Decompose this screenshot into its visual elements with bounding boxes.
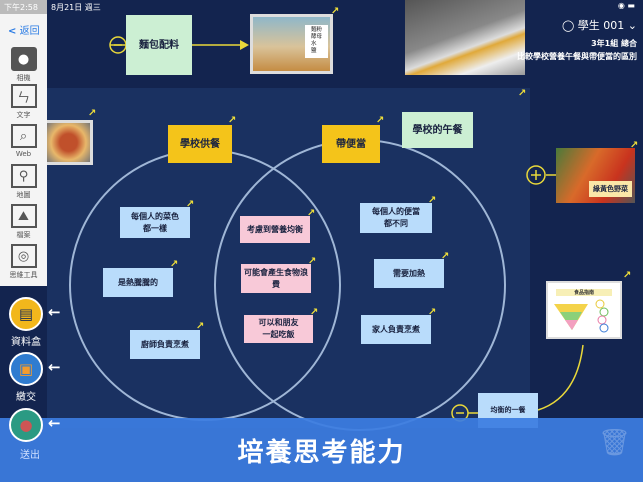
topic-label: 比較學校營養午餐與帶便當的區別 xyxy=(517,52,637,61)
resize-arrow-icon[interactable]: ↗ xyxy=(623,270,632,281)
status-date: 8月21日 週三 xyxy=(51,3,101,12)
resize-arrow-icon[interactable]: ↗ xyxy=(310,307,319,318)
heading-school-meal[interactable]: 學校供餐 xyxy=(168,125,232,163)
submit-person-icon: ▣ xyxy=(18,360,34,378)
resize-arrow-icon[interactable]: ↗ xyxy=(441,251,450,262)
resize-arrow-icon[interactable]: ↗ xyxy=(170,259,179,270)
user-name: 學生 001 xyxy=(577,19,625,32)
venn-note[interactable]: 可以和朋友 一起吃飯 xyxy=(244,315,313,343)
trash-icon[interactable]: 🗑 xyxy=(598,428,632,458)
food-guide-image[interactable]: 食品指南 xyxy=(546,281,622,339)
tool-label: 文字 xyxy=(16,111,31,119)
ingredient-list: 麵粉酵母水鹽 xyxy=(304,25,328,58)
venn-note[interactable]: 可能會產生食物浪 費 xyxy=(241,264,311,293)
arrow-left-icon: ← xyxy=(48,303,61,321)
pizza-image[interactable] xyxy=(47,120,93,165)
resize-arrow-icon[interactable]: ↗ xyxy=(428,307,437,318)
drawer-button[interactable]: ▤ xyxy=(9,297,43,331)
submit-label: 繳交 xyxy=(16,392,36,403)
resize-arrow-icon[interactable]: ↗ xyxy=(518,88,527,99)
status-bar: 下午2:58 8月21日 週三 ◉ ▬ xyxy=(0,0,643,14)
feature-banner: 培養思考能力 xyxy=(0,418,643,482)
resize-arrow-icon[interactable]: ↗ xyxy=(88,108,97,119)
chevron-down-icon: ⌄ xyxy=(627,19,637,32)
resize-arrow-icon[interactable]: ↗ xyxy=(331,6,340,17)
arrow-left-icon: ← xyxy=(48,358,61,376)
tool-label: 思維工具 xyxy=(9,271,38,279)
resize-arrow-icon[interactable]: ↗ xyxy=(307,208,316,219)
camera-icon: ● xyxy=(10,47,37,71)
send-label: 送出 xyxy=(20,450,40,461)
connector-line xyxy=(537,344,584,411)
venn-note[interactable]: 是熱騰騰的 xyxy=(103,268,173,297)
spaghetti-image[interactable] xyxy=(405,0,525,75)
expand-button xyxy=(526,165,546,185)
venn-note[interactable]: 每個人的便當 都不同 xyxy=(360,203,432,233)
user-menu[interactable]: ◯ 學生 001 ⌄ xyxy=(562,17,637,33)
venn-note[interactable]: 家人負責烹煮 xyxy=(361,315,431,344)
list-item: 水 xyxy=(310,41,317,48)
food-pyramid-icon xyxy=(554,299,609,333)
status-time: 下午2:58 xyxy=(0,0,47,14)
tool-label: 地圖 xyxy=(16,191,31,199)
arrow-left-icon: ← xyxy=(48,414,61,432)
send-group-icon: ● xyxy=(19,416,33,434)
image-file-icon: ⛰ xyxy=(10,204,37,228)
tool-sidebar: < 返回 ● 相機 ㄣ文字 ⌕ Web ⚲ 地圖 ⛰ 檔案 ◎ 思維工具 xyxy=(0,14,47,286)
chevron-left-icon: < xyxy=(8,26,17,37)
list-item: 酵母 xyxy=(310,34,322,41)
tool-text[interactable]: ㄣ文字 xyxy=(0,84,47,120)
map-icon: ⚲ xyxy=(10,164,37,188)
drawer-icon: ▤ xyxy=(18,305,34,323)
battery-icon: ◉ ▬ xyxy=(617,1,635,10)
send-button[interactable]: ● xyxy=(9,408,43,442)
resize-arrow-icon[interactable]: ↗ xyxy=(196,321,205,332)
heading-lunchbox[interactable]: 帶便當 xyxy=(322,125,380,163)
venn-note[interactable]: 每個人的菜色 都一樣 xyxy=(120,207,190,238)
venn-note[interactable]: 考慮到營養均衡 xyxy=(240,216,310,243)
wheat-image[interactable]: 麵粉酵母水鹽 xyxy=(250,14,333,74)
resize-arrow-icon[interactable]: ↗ xyxy=(428,195,437,206)
note-school-lunch[interactable]: 學校的午餐 xyxy=(402,112,473,148)
tool-file[interactable]: ⛰ 檔案 xyxy=(0,204,47,240)
venn-note[interactable]: 廚師負責烹煮 xyxy=(130,330,200,359)
user-icon: ◯ xyxy=(561,19,575,32)
resize-arrow-icon[interactable]: ↗ xyxy=(308,256,317,267)
venn-tool-icon: ◎ xyxy=(10,244,37,268)
resize-arrow-icon[interactable]: ↗ xyxy=(228,115,237,126)
resize-arrow-icon[interactable]: ↗ xyxy=(376,115,385,126)
tool-camera[interactable]: ● 相機 xyxy=(0,47,47,83)
text-icon: ㄣ xyxy=(10,84,37,108)
tool-label: Web xyxy=(15,150,32,158)
tool-label: 檔案 xyxy=(16,231,31,239)
arrow-head xyxy=(240,40,249,50)
tool-label: 相機 xyxy=(16,74,31,82)
back-button[interactable]: < 返回 xyxy=(8,22,40,37)
search-icon: ⌕ xyxy=(10,124,37,148)
drawer-label: 資料盒 xyxy=(11,337,41,348)
venn-note[interactable]: 需要加熱 xyxy=(374,259,444,288)
resize-arrow-icon[interactable]: ↗ xyxy=(630,140,639,151)
food-guide-title: 食品指南 xyxy=(556,289,612,296)
list-item: 鹽 xyxy=(310,48,317,55)
class-label: 3年1組 總合 xyxy=(591,39,637,48)
tool-map[interactable]: ⚲ 地圖 xyxy=(0,164,47,200)
vegetables-image[interactable]: 綠黃色野菜 xyxy=(556,148,635,203)
vegetables-label: 綠黃色野菜 xyxy=(589,180,632,197)
resize-arrow-icon[interactable]: ↗ xyxy=(186,199,195,210)
note-bread[interactable]: 麵包配料 xyxy=(126,15,192,75)
tool-thinking[interactable]: ◎ 思維工具 xyxy=(0,244,47,280)
submit-button[interactable]: ▣ xyxy=(9,352,43,386)
list-item: 麵粉 xyxy=(310,27,322,33)
tool-web[interactable]: ⌕ Web xyxy=(0,124,47,158)
back-label: 返回 xyxy=(19,26,40,37)
